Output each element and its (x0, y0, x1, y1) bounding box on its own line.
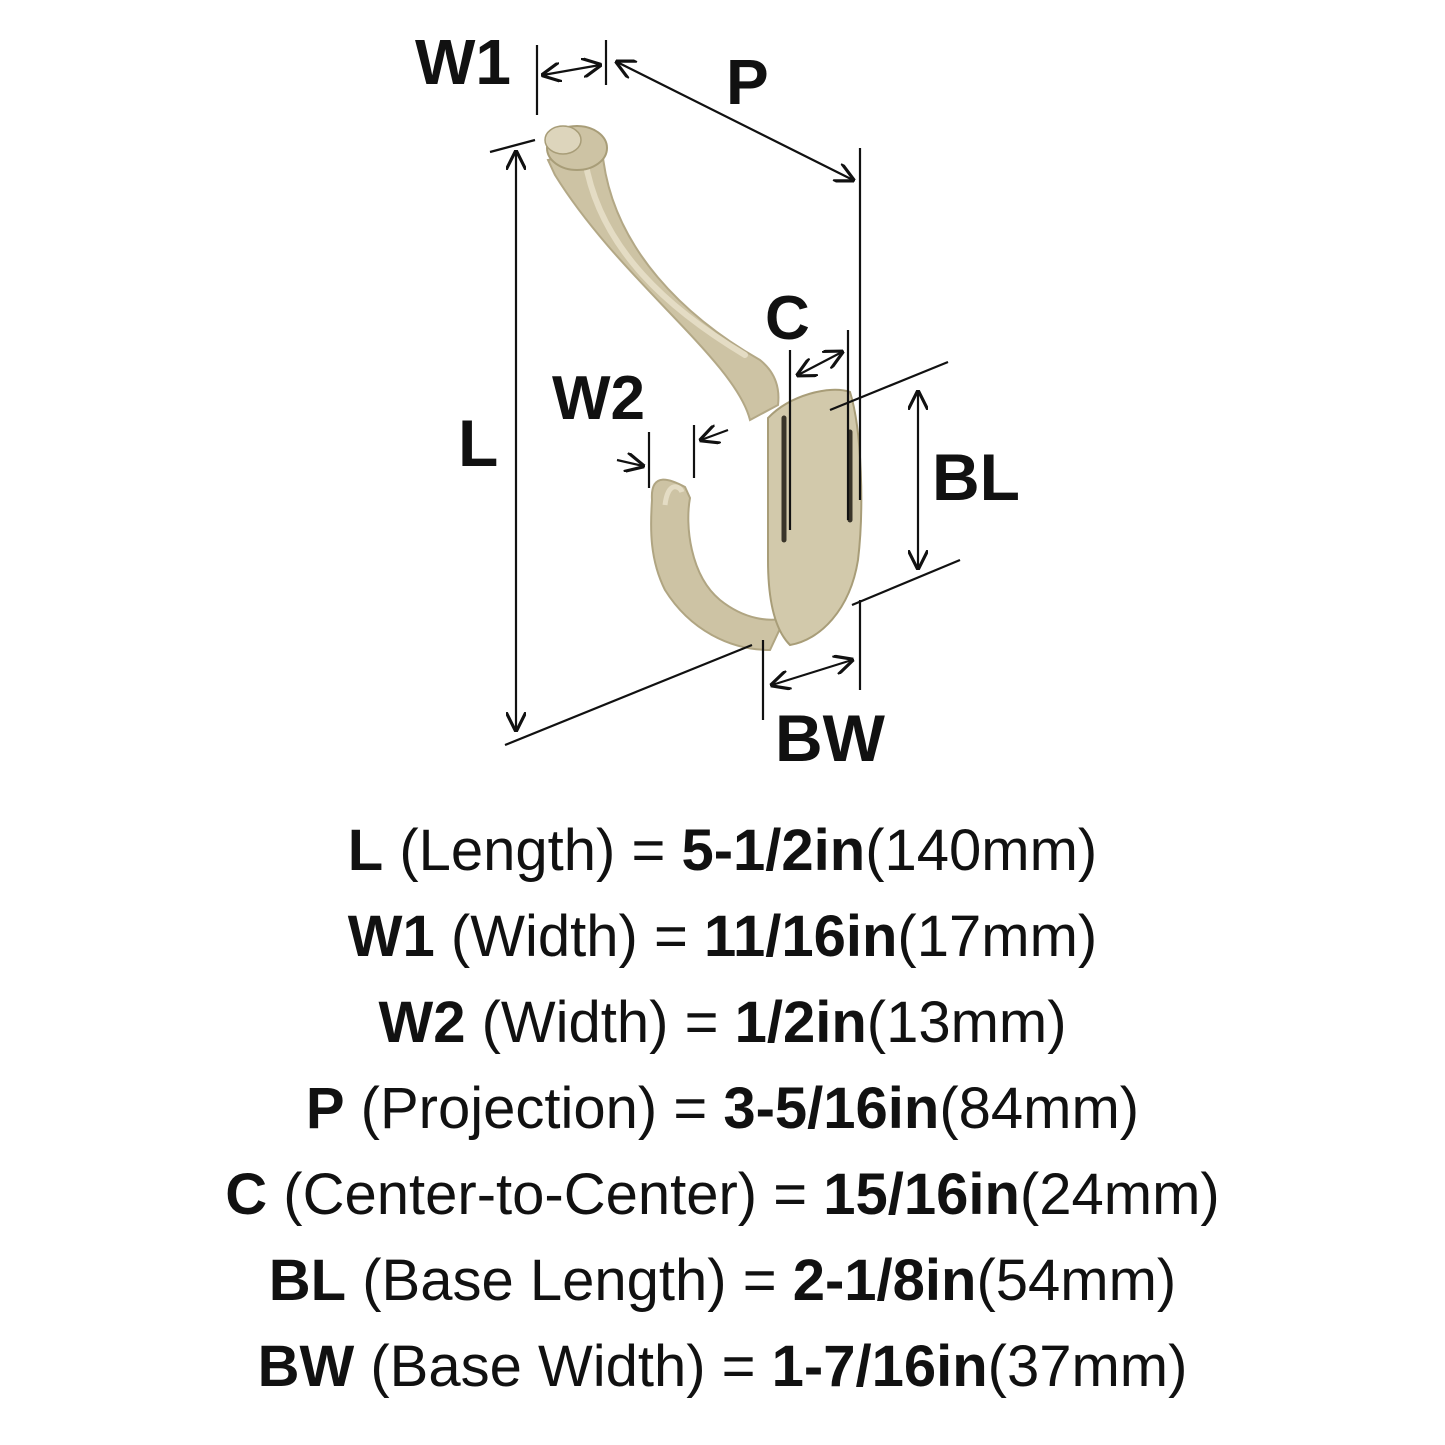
coat-hook-illustration (544, 125, 863, 652)
spec-inches: 11/16in (703, 904, 898, 969)
spec-equals: = (742, 1248, 777, 1313)
spec-row-length: L (Length) = 5-1/2in(140mm) (0, 822, 1445, 880)
spec-name: (Length) (399, 818, 616, 883)
spec-name: (Projection) (360, 1076, 658, 1141)
spec-name: (Base Width) (370, 1334, 706, 1399)
c-arrow (798, 352, 842, 375)
hook-lower-curve (650, 478, 787, 652)
spec-equals: = (673, 1076, 708, 1141)
bw-arrow (772, 660, 852, 685)
spec-name: (Width) (450, 904, 638, 969)
w2-arrow-left (616, 460, 643, 466)
w2-label: W2 (552, 364, 645, 433)
spec-millimeters: (140mm) (865, 818, 1098, 883)
spec-row-center-to-center: C (Center-to-Center) = 15/16in(24mm) (0, 1166, 1445, 1224)
spec-code: L (347, 818, 384, 883)
spec-code: C (225, 1162, 268, 1227)
spec-equals: = (721, 1334, 756, 1399)
l-label: L (458, 406, 499, 480)
bw-label: BW (775, 701, 885, 775)
spec-equals: = (684, 990, 719, 1055)
spec-row-projection: P (Projection) = 3-5/16in(84mm) (0, 1080, 1445, 1138)
spec-equals: = (773, 1162, 808, 1227)
bl-extension-bottom (851, 558, 961, 607)
spec-row-width-1: W1 (Width) = 11/16in(17mm) (0, 908, 1445, 966)
spec-code: BW (257, 1334, 355, 1399)
l-extension-bottom (504, 643, 753, 747)
spec-inches: 5-1/2in (681, 818, 866, 883)
spec-millimeters: (17mm) (897, 904, 1098, 969)
w1-arrow (543, 65, 600, 75)
spec-row-base-width: BW (Base Width) = 1-7/16in(37mm) (0, 1338, 1445, 1396)
spec-millimeters: (37mm) (987, 1334, 1188, 1399)
c-label: C (765, 284, 810, 353)
p-label: P (726, 46, 769, 118)
spec-code: W1 (347, 904, 435, 969)
spec-name: (Width) (481, 990, 669, 1055)
spec-millimeters: (24mm) (1019, 1162, 1220, 1227)
dimension-lines (489, 40, 961, 747)
spec-equals: = (631, 818, 666, 883)
w2-arrow-right (701, 430, 729, 440)
spec-code: P (305, 1076, 345, 1141)
spec-millimeters: (13mm) (866, 990, 1067, 1055)
spec-code: BL (268, 1248, 347, 1313)
spec-name: (Base Length) (362, 1248, 727, 1313)
spec-millimeters: (84mm) (939, 1076, 1140, 1141)
hook-dimension-diagram: W1 P L C W2 BL BW (415, 26, 1020, 775)
bl-label: BL (932, 440, 1020, 514)
p-arrow (617, 62, 853, 180)
spec-code: W2 (378, 990, 466, 1055)
spec-inches: 3-5/16in (723, 1076, 940, 1141)
spec-millimeters: (54mm) (976, 1248, 1177, 1313)
spec-row-base-length: BL (Base Length) = 2-1/8in(54mm) (0, 1252, 1445, 1310)
spec-row-width-2: W2 (Width) = 1/2in(13mm) (0, 994, 1445, 1052)
hook-base-plate (767, 388, 863, 647)
l-extension-top (489, 138, 536, 154)
bl-extension-top (829, 360, 949, 412)
spec-inches: 1/2in (734, 990, 867, 1055)
spec-equals: = (653, 904, 688, 969)
hook-drawing (489, 40, 961, 747)
spec-inches: 2-1/8in (792, 1248, 977, 1313)
spec-inches: 15/16in (823, 1162, 1020, 1227)
w1-label: W1 (415, 26, 511, 98)
spec-inches: 1-7/16in (771, 1334, 988, 1399)
spec-name: (Center-to-Center) (283, 1162, 758, 1227)
hook-top-cap (544, 125, 608, 171)
